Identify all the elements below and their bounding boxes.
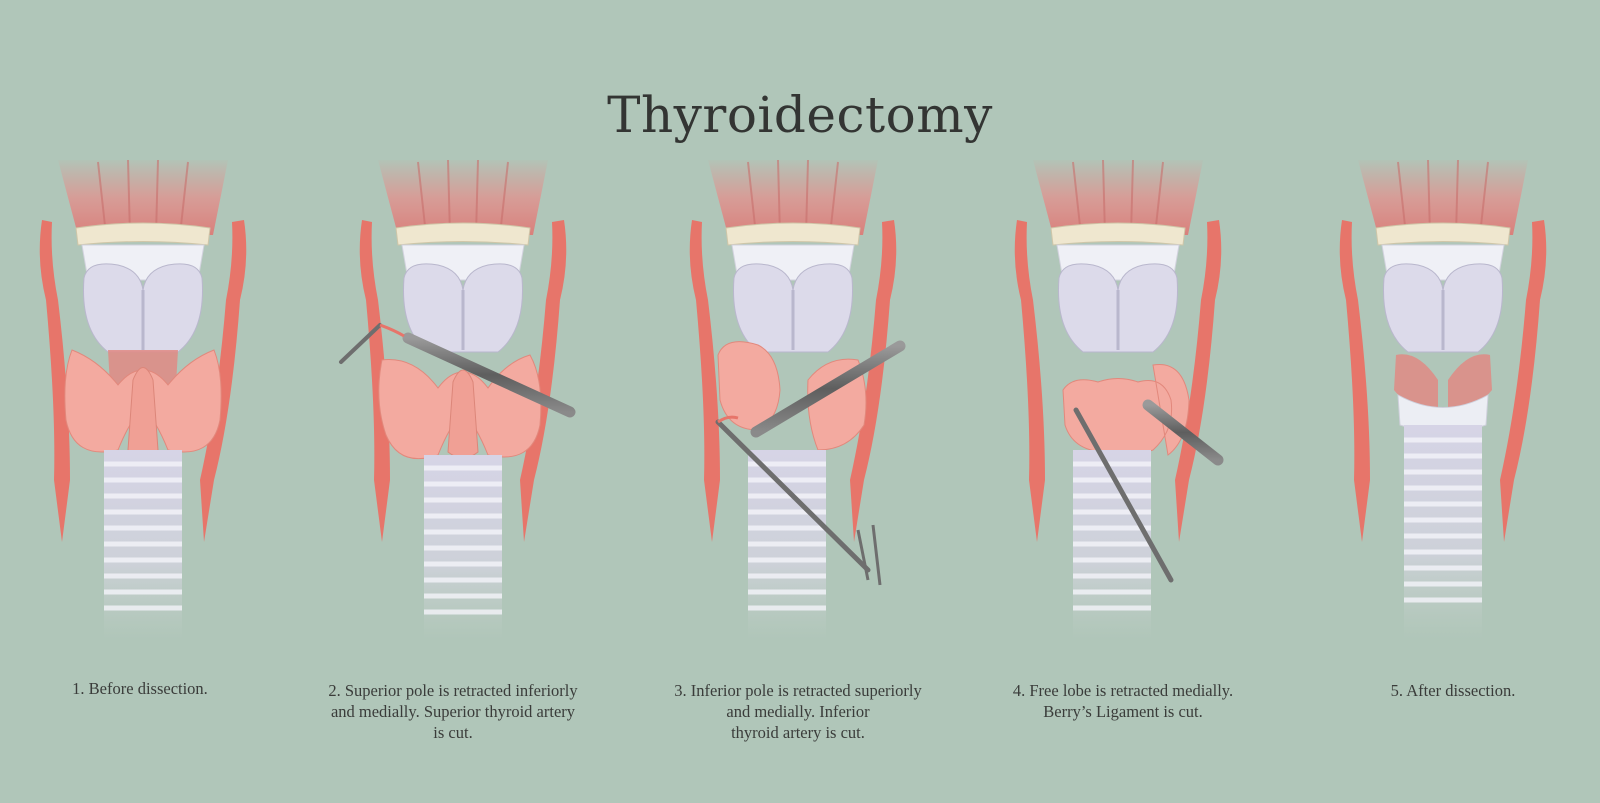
caption-line: 1. Before dissection.	[72, 679, 208, 698]
thyroid-gland	[1062, 363, 1190, 456]
left-carotid-artery	[39, 220, 70, 542]
hyoid-bone	[1375, 222, 1511, 246]
strap-muscles	[378, 159, 548, 236]
caption-line: and medially. Superior thyroid artery	[330, 702, 576, 721]
caption-line: thyroid artery is cut.	[731, 723, 865, 742]
step-2-caption: 2. Superior pole is retracted inferiorly…	[293, 680, 613, 743]
trachea	[1404, 425, 1482, 640]
caption-line: is cut.	[433, 723, 473, 742]
trachea	[104, 450, 182, 640]
hyoid-bone	[725, 222, 861, 246]
neck-anatomy	[339, 159, 576, 640]
strap-muscles	[1033, 159, 1203, 236]
right-carotid-artery	[200, 220, 247, 542]
page-title: Thyroidectomy	[607, 85, 993, 144]
hyoid-bone	[395, 222, 531, 246]
trachea	[1073, 450, 1151, 640]
neck-anatomy	[39, 159, 247, 640]
left-carotid-artery	[1014, 220, 1045, 542]
caption-line: 2. Superior pole is retracted inferiorly	[328, 681, 578, 700]
strap-muscles	[58, 159, 228, 236]
step-5-illustration	[1318, 150, 1568, 670]
left-carotid-artery	[1339, 220, 1370, 542]
step-3-illustration	[668, 150, 918, 670]
caption-line: and medially. Inferior	[726, 702, 870, 721]
caption-line: 5. After dissection.	[1390, 681, 1516, 700]
thyroid-gland	[717, 341, 867, 451]
strap-muscles	[708, 159, 878, 236]
neck-anatomy	[1014, 159, 1224, 640]
right-carotid-artery	[1175, 220, 1222, 542]
trachea	[424, 455, 502, 640]
cricothyroid-muscle	[1394, 354, 1492, 408]
caption-line: 3. Inferior pole is retracted superiorly	[674, 681, 922, 700]
step-1-caption: 1. Before dissection.	[0, 678, 300, 699]
forceps	[1073, 399, 1224, 583]
strap-muscles	[1358, 159, 1528, 236]
hyoid-bone	[1050, 222, 1186, 246]
left-carotid-artery	[689, 220, 720, 542]
neck-anatomy	[1339, 159, 1547, 640]
right-carotid-artery	[850, 220, 897, 542]
right-carotid-artery	[520, 220, 567, 542]
right-carotid-artery	[1500, 220, 1547, 542]
left-carotid-artery	[359, 220, 390, 542]
forceps	[339, 323, 576, 418]
hyoid-bone	[75, 222, 211, 246]
step-3-caption: 3. Inferior pole is retracted superiorly…	[638, 680, 958, 743]
forceps	[715, 340, 906, 586]
step-4-caption: 4. Free lobe is retracted medially. Berr…	[963, 680, 1283, 722]
step-1-illustration	[18, 150, 268, 670]
caption-line: 4. Free lobe is retracted medially.	[1012, 681, 1234, 700]
step-4-illustration	[993, 150, 1243, 670]
trachea	[748, 450, 826, 640]
caption-line: Berry’s Ligament is cut.	[1043, 702, 1203, 721]
step-5-caption: 5. After dissection.	[1293, 680, 1600, 701]
neck-anatomy	[689, 159, 906, 640]
step-2-illustration	[338, 150, 588, 670]
